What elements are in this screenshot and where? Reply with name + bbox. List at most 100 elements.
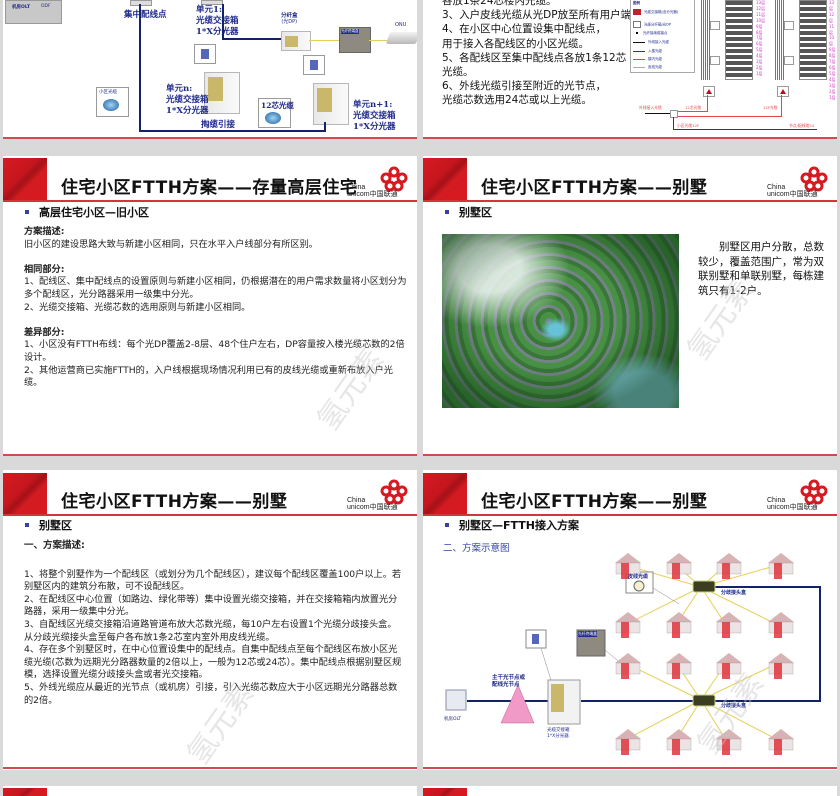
text-block: 各放1条24芯楼内光缆。 3、入户皮线光缆从光DP放至所有用户端。 4、在小区中… <box>442 0 652 108</box>
floor-label: 9层 <box>829 47 836 53</box>
title-rule <box>3 200 417 202</box>
node-label: 节点/配线缆24 <box>789 123 815 128</box>
unit1-line-3: 1*X分光器 <box>196 27 239 37</box>
ftth-villa-diagram <box>445 553 821 755</box>
cabinet-triangle-icon <box>780 89 786 94</box>
red-cable-h <box>678 116 781 117</box>
logo-unicom: unicom中国联通 <box>767 191 818 198</box>
logo-china: China <box>767 184 786 191</box>
outside-in-label: 外线接入光缆 <box>639 105 662 110</box>
unicom-knot-icon <box>380 166 408 192</box>
section-heading: 相同部分: <box>24 263 65 275</box>
floor-label: 6层 <box>829 64 836 70</box>
legend-label: 皮线光缆 <box>648 65 662 69</box>
legend-item: 楼内光缆 <box>633 57 662 62</box>
slide-bottom-rule <box>423 137 837 139</box>
connector-callout-2 <box>303 55 325 75</box>
title-corner-block <box>423 788 467 796</box>
legend-item: 光缆交接箱(含分光器) <box>633 9 678 15</box>
villa-houses <box>615 553 794 755</box>
floor-label: 8层 <box>829 53 836 59</box>
floor-label: 3层 <box>829 82 836 88</box>
floor-label: 4层 <box>756 53 763 59</box>
community-cable-callout: 小区光缆 <box>96 87 129 117</box>
riser-2-cables <box>775 0 785 80</box>
text-line: 2、光缆交接箱、光缆芯数的选用原则与新建小区相同。 <box>24 301 251 313</box>
unicom-knot-icon <box>800 166 828 192</box>
legend-title: 图例 <box>633 1 640 5</box>
cable12-callout: 12芯光缆 <box>258 98 294 128</box>
title-corner-block <box>3 473 47 515</box>
slide-top-right[interactable]: 各放1条24芯楼内光缆。 3、入户皮线光缆从光DP放至所有用户端。 4、在小区中… <box>423 0 837 139</box>
text-line: 3、入户皮线光缆从光DP放至所有用户端。 <box>442 9 642 22</box>
community-cable-label: 小区光缆12F <box>677 123 700 128</box>
cable-spool-icon <box>103 99 119 111</box>
unitn-line-2: 光缆交接箱 <box>166 95 209 105</box>
connector-icon-2 <box>310 60 318 70</box>
dp-box-label-2: (光DP) <box>281 19 298 25</box>
legend-label: 外线接入光缆 <box>648 40 669 44</box>
slide-bottom-rule <box>423 767 837 769</box>
text-line: 4、在小区中心位置设集中配线点， <box>442 23 607 36</box>
slide-title: 住宅小区FTTH方案——别墅 <box>61 492 288 512</box>
floor-label: 1层 <box>829 94 836 100</box>
cabinet-legend-icon <box>633 9 641 15</box>
cable-spool-icon-2 <box>265 112 281 124</box>
legend-label: 光纤接续熔接点 <box>643 31 668 35</box>
logo-unicom: unicom中国联通 <box>767 504 818 511</box>
node-triangle <box>500 684 535 724</box>
title-corner-block <box>3 788 47 796</box>
floor-label: 11层 <box>756 11 766 17</box>
riser-1-floors <box>725 0 753 80</box>
olt-label: 机房OLT <box>12 5 31 10</box>
slide-top-left[interactable]: 机房OLT ODF 集中配线点 单元1: 光缆交接箱 1*X分光器 分纤盒 (光… <box>3 0 417 139</box>
floor-label: 8层 <box>756 29 763 35</box>
cabinet-triangle-icon <box>706 89 712 94</box>
legend-label: 楼内光缆 <box>648 57 662 61</box>
dp-box-label-1: 分纤盒 <box>281 13 298 19</box>
logo-china: China <box>347 497 366 504</box>
fiber-terminal-label: 光纤终端盒 <box>578 631 597 637</box>
floor-label: 10层 <box>829 35 835 47</box>
central-point-label: 集中配线点 <box>124 10 167 20</box>
fiber-yellow-1 <box>309 40 339 41</box>
text-line: 2、其他运营商已实施FTTH的，入户线根据现场情况利用已有的皮线光缆或重新布放入… <box>24 364 393 389</box>
bullet-square-icon <box>25 523 29 527</box>
section-heading: 方案描述: <box>24 226 65 237</box>
legend-item: 入楼光缆 <box>633 49 662 54</box>
splice-box-label-upper: 分歧接头盒 <box>721 590 747 596</box>
line-gray-icon <box>633 66 645 68</box>
olt-device: 机房OLT ODF <box>5 0 62 24</box>
unit1-line-1: 单元1: <box>196 5 223 15</box>
unit1-cable-v <box>222 4 224 40</box>
text-line: 光缆芯数选用24芯或以上光缆。 <box>442 94 592 107</box>
text-line: 3、自配线区光缆交接箱沿道路管道布放大芯数光缆，每10户左右设置1个光缆分歧接头… <box>24 618 397 643</box>
unitn1-cabinet <box>313 83 349 125</box>
floor-label: 12层 <box>756 5 766 11</box>
diagram-legend: 图例 光缆交接箱(含分光器) 光缆分纤箱/光DP 光纤接续熔接点 外线接入光缆 … <box>630 0 695 73</box>
text-line: 5、各配线区至集中配线点各放1条12芯 <box>442 51 627 64</box>
red-cable-v1 <box>707 95 708 111</box>
unitn-label: 单元n: 光缆交接箱 1*X分光器 <box>166 84 209 117</box>
unitn1-line-1: 单元n+1: <box>353 100 393 110</box>
floor-label: 10层 <box>756 17 766 23</box>
title-corner-block <box>423 473 467 515</box>
section-heading: 一、方案描述: <box>24 540 85 551</box>
slide-title: 住宅小区FTTH方案——别墅 <box>481 178 708 198</box>
line-red-icon <box>633 58 645 60</box>
text-line: 各放1条24芯楼内光缆。 <box>442 0 557 7</box>
text-line: 4、存在多个别墅区时，在中心位置设集中的配线点。自集中配线点至每个配线区布放小区… <box>24 644 402 681</box>
floor-label: 13层 <box>829 0 835 11</box>
unit1-cable-h <box>222 38 282 40</box>
olt-device <box>445 689 467 711</box>
line-blue-icon <box>633 50 645 52</box>
